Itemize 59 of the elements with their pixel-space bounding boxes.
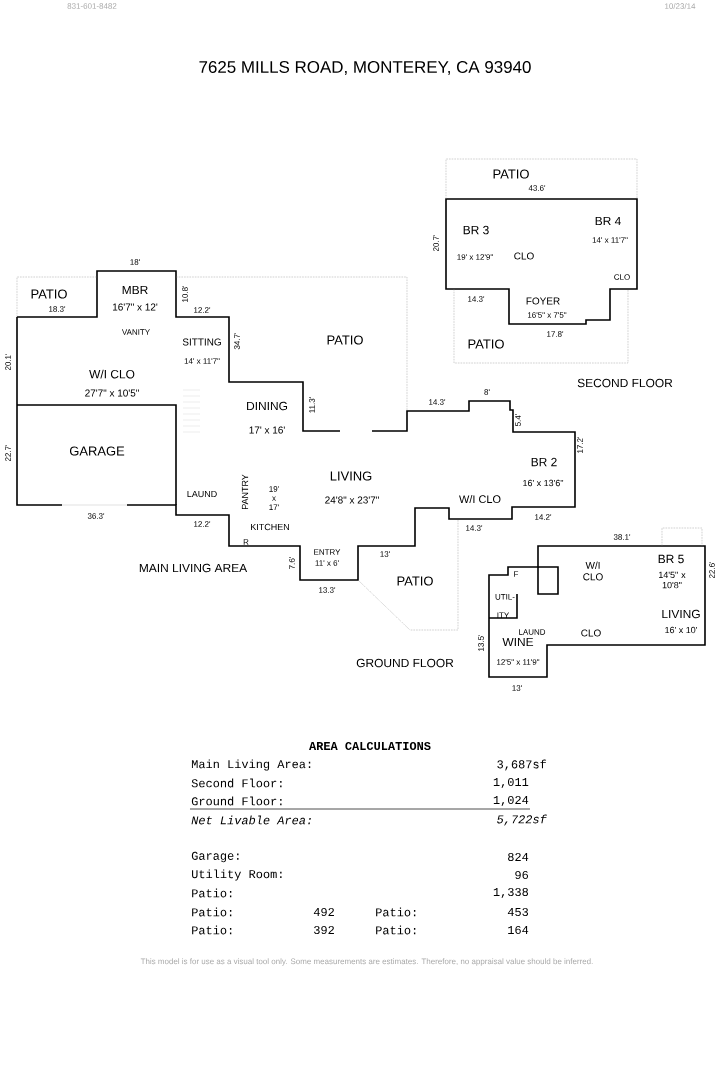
area-value: 1,011 [493,777,529,789]
room-label: W/I CLO [459,495,501,504]
area-label: Garage: [191,851,239,863]
room-label: LIVING [662,609,700,619]
room-label: PATIO [468,339,504,349]
area-label: Ground Floor: [191,796,282,806]
room-label: BR 5 [658,554,684,564]
room-label: FOYER [526,297,560,305]
room-label: W/I CLO [583,561,603,581]
room-label: W/I CLO [89,369,135,379]
area-label: Net Livable Area: [191,815,311,825]
room-label: LAUND [187,490,217,498]
room-label: WINE [502,637,534,647]
room-size: 16' x 13'6" [523,479,564,487]
area-label: Main Living Area: [191,759,311,771]
area-value: 1,338 [493,887,528,899]
room-label: LIVING [330,471,372,481]
room-label: PATIO [397,576,433,586]
room-label: PATIO [327,335,363,345]
area-label: Second Floor: [191,778,282,788]
room-size: 16' x 10' [665,626,697,634]
floor-label: GROUND FLOOR [356,658,454,668]
room-label: MBR [122,285,148,295]
room-label: PANTRY [241,474,249,510]
area-value: 453 [507,907,529,917]
room-label: BR 4 [595,216,621,226]
room-size: 24'8" x 23'7" [325,496,379,504]
title: 7625 MILLS ROAD, MONTEREY, CA 93940 [199,61,531,75]
area-label: Utility Room: [192,869,282,881]
room-label: SITTING [182,338,221,346]
area-value: 3,687sf [497,759,547,771]
room-label: BR 2 [531,457,557,467]
area-value: 164 [508,925,529,935]
area-value: 824 [508,852,529,862]
area-value: 392 [314,925,334,935]
room-size: 27'7" x 10'5" [85,389,139,397]
room-label: KITCHEN [251,523,289,531]
area-value: 492 [313,907,334,917]
room-label: PATIO [493,169,529,179]
room-label: CLO [581,629,601,637]
room-size: 16'7" x 12' [113,303,158,311]
room-label: CLO [514,252,534,260]
floor-label: SECOND FLOOR [577,378,673,388]
area-label: Patio: [376,907,416,917]
room-size: 14'5" x 10'8" [659,571,686,589]
room-label: PATIO [31,289,67,299]
room-size: 17' x 16' [249,426,285,434]
room-label: GARAGE [69,446,125,456]
area-value: 1,024 [493,795,529,807]
area-label: Patio: [192,907,232,917]
floor-label: MAIN LIVING AREA [139,563,248,573]
area-value: 5,722sf [497,814,548,826]
table-heading: AREA CALCULATIONS [309,741,431,751]
room-label: BR 3 [463,225,489,235]
area-value: 96 [515,870,528,880]
area-label: Patio: [192,925,232,935]
area-label: Patio: [376,925,416,935]
area-label: Patio: [192,888,232,898]
room-label: DINING [247,401,288,411]
